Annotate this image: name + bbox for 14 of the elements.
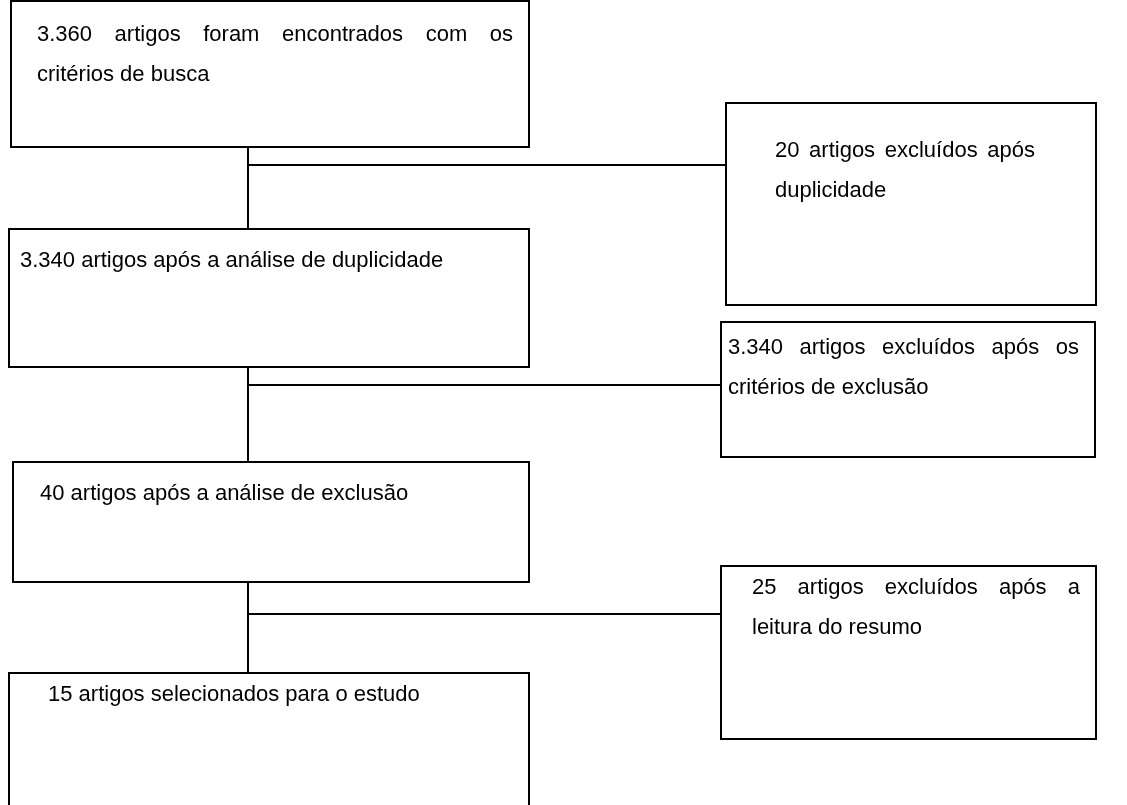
box-text: 3.340 artigos excluídos após os critérios de exclusão: [728, 333, 1079, 401]
box-text: 20 artigos excluídos após duplicidade: [775, 136, 1035, 204]
box-text: 40 artigos após a análise de exclusão: [40, 479, 410, 507]
process-box: [10, 0, 530, 148]
process-box: [8, 228, 530, 368]
box-text: 3.360 artigos foram encontrados com os critérios de busca: [37, 20, 513, 88]
box-text: 15 artigos selecionados para o estudo: [48, 680, 421, 708]
box-text: 3.340 artigos após a análise de duplicidade: [20, 246, 445, 274]
process-box: [720, 321, 1096, 458]
box-text: 25 artigos excluídos após a leitura do resumo: [752, 573, 1080, 641]
process-box: [12, 461, 530, 583]
process-box: [8, 672, 530, 805]
process-box: [725, 102, 1097, 306]
process-box: [720, 565, 1097, 740]
